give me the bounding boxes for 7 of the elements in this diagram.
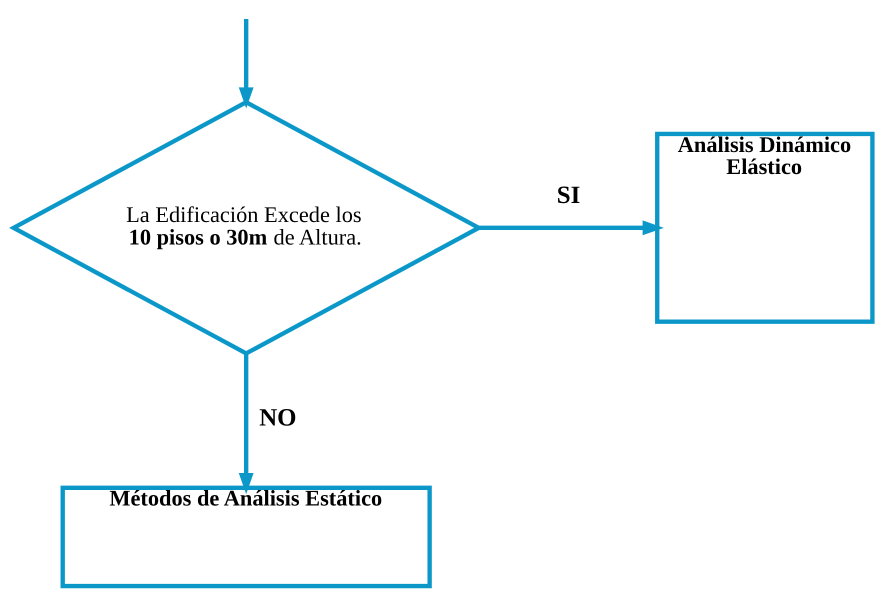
arrow xyxy=(478,220,664,236)
arrow xyxy=(238,354,254,494)
arrow xyxy=(238,19,254,109)
node-box: Análisis Dinámico Elástico xyxy=(655,132,875,324)
node-box: Métodos de Análisis Estático xyxy=(60,486,432,588)
edge-label: NO xyxy=(259,404,297,432)
edge-label: SI xyxy=(556,182,580,209)
